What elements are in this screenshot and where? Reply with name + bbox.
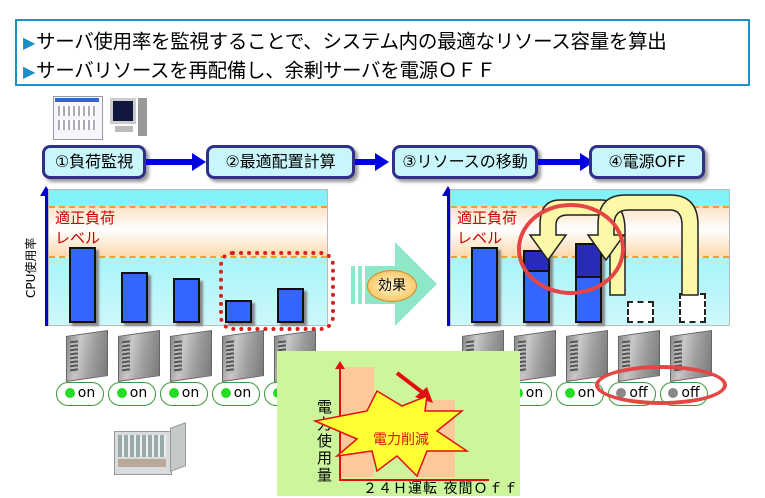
- power-on-icon: [564, 388, 575, 398]
- power-on-icon: [64, 388, 75, 398]
- summary-text-2: サーバリソースを再配備し、余剰サーバを電源ＯＦＦ: [36, 59, 496, 82]
- decrease-arrow-head-icon: [415, 387, 433, 403]
- step-label: ④電源OFF: [608, 152, 686, 171]
- server-image: [566, 330, 608, 382]
- server-image: [66, 330, 108, 382]
- flow-arrow-icon: [538, 153, 594, 171]
- monitoring-pc-icon: [53, 96, 148, 142]
- status-text: on: [77, 385, 96, 401]
- step-label: ②最適配置計算: [225, 152, 336, 171]
- flow-arrow-icon: [355, 153, 389, 171]
- server-image: [170, 330, 212, 382]
- step-label: ①負荷監視: [54, 152, 134, 171]
- cpu-bar: [121, 272, 148, 323]
- cpu-bar: [173, 277, 200, 323]
- cpu-bar: [277, 288, 304, 323]
- blade-chassis-image: [114, 422, 186, 475]
- summary-box: ▶サーバ使用率を監視することで、システム内の最適なリソース容量を算出 ▶サーバリ…: [15, 19, 750, 86]
- power-status-badge: on: [212, 382, 260, 406]
- chart-before: 適正負荷レベル: [48, 189, 328, 326]
- step-optimal-placement: ②最適配置計算: [206, 145, 355, 179]
- arrow-up-icon: [335, 361, 345, 369]
- off-highlight: [595, 365, 727, 405]
- explosion-burst-icon: [312, 389, 470, 478]
- step-label: ③リソースの移動: [402, 152, 528, 171]
- cpu-bar: [471, 247, 498, 323]
- consolidation-highlight: [517, 203, 625, 295]
- flow-arrow-icon: [146, 153, 206, 171]
- status-text: on: [525, 385, 544, 401]
- summary-line-1: ▶サーバ使用率を監視することで、システム内の最適なリソース容量を算出: [23, 25, 667, 54]
- power-status-badge: on: [556, 382, 604, 406]
- band-label: 適正負荷レベル: [457, 208, 518, 247]
- cpu-bar: [69, 247, 96, 323]
- server-image: [514, 330, 556, 382]
- server-image: [222, 330, 264, 382]
- effect-arrow-icon: 効果: [351, 242, 437, 327]
- status-text: on: [233, 385, 252, 401]
- power-x-axis: [339, 479, 489, 481]
- power-x-label: ２４Ｈ運転 夜間Ｏｆｆ: [363, 481, 519, 497]
- server-image: [118, 330, 160, 382]
- empty-server-slot: [679, 293, 706, 323]
- band-label: 適正負荷レベル: [55, 208, 116, 247]
- summary-line-2: ▶サーバリソースを再配備し、余剰サーバを電源ＯＦＦ: [23, 54, 496, 83]
- summary-text-1: サーバ使用率を監視することで、システム内の最適なリソース容量を算出: [36, 30, 667, 53]
- y-axis-arrow-icon: [40, 186, 52, 326]
- reduction-graphics: [312, 371, 470, 478]
- power-on-icon: [220, 388, 231, 398]
- effect-label: 効果: [367, 270, 417, 302]
- step-power-off: ④電源OFF: [589, 145, 705, 179]
- y-axis-arrow-icon: [442, 186, 454, 326]
- surplus-highlight: [219, 251, 335, 331]
- status-text: on: [129, 385, 148, 401]
- power-status-badge: on: [108, 382, 156, 406]
- y-axis-label: CPU使用率: [24, 237, 38, 298]
- power-on-icon: [168, 388, 179, 398]
- step-resource-move: ③リソースの移動: [392, 145, 538, 179]
- status-text: on: [577, 385, 596, 401]
- empty-server-slot: [627, 301, 654, 323]
- bullet-triangle-icon: ▶: [23, 33, 36, 52]
- power-status-badge: on: [160, 382, 208, 406]
- bullet-triangle-icon: ▶: [23, 62, 36, 81]
- status-text: on: [181, 385, 200, 401]
- power-reduction-label: 電力削減: [373, 432, 429, 448]
- step-load-monitoring: ①負荷監視: [42, 145, 146, 179]
- power-status-badge: on: [56, 382, 104, 406]
- power-reduction-panel: 電力使用量 ２４Ｈ運転 夜間Ｏｆｆ 電力削減: [277, 351, 520, 497]
- power-on-icon: [116, 388, 127, 398]
